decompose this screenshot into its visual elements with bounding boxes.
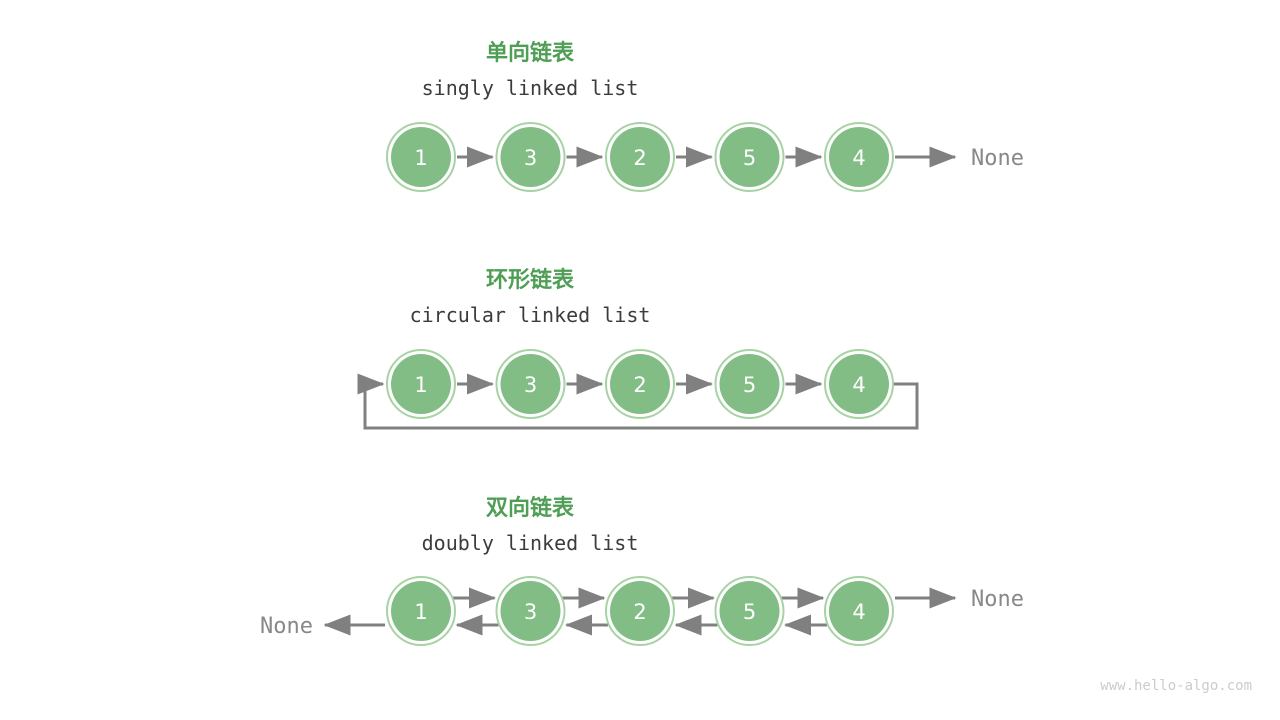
- node-value-label: 3: [524, 373, 537, 397]
- list-node[interactable]: 5: [714, 576, 785, 646]
- section-title-cn: 单向链表: [486, 40, 575, 66]
- node-circle: [610, 581, 670, 641]
- watermark-label: www.hello-algo.com: [1100, 678, 1252, 694]
- node-circle: [610, 354, 670, 414]
- node-circle: [719, 581, 780, 641]
- list-node[interactable]: 4: [824, 349, 894, 419]
- list-node[interactable]: 1: [386, 349, 456, 419]
- node-circle: [391, 127, 451, 187]
- node-circle: [500, 354, 561, 414]
- list-node[interactable]: 5: [714, 349, 785, 419]
- node-circle: [829, 354, 889, 414]
- node-value-label: 4: [852, 146, 865, 170]
- node-value-label: 3: [524, 600, 537, 624]
- edges-circular: [357, 373, 919, 430]
- section-title-en: singly linked list: [422, 76, 639, 100]
- tail-null-label: None: [971, 146, 1024, 171]
- node-value-label: 5: [743, 600, 756, 624]
- head-null-label: None: [260, 614, 313, 639]
- section-title-cn: 环形链表: [486, 267, 575, 293]
- node-value-label: 4: [852, 600, 865, 624]
- list-node[interactable]: 4: [824, 576, 894, 646]
- node-value-label: 1: [414, 146, 427, 170]
- node-value-label: 1: [414, 600, 427, 624]
- tail-null-label: None: [971, 587, 1024, 612]
- list-node[interactable]: 2: [605, 576, 675, 646]
- node-circle: [829, 127, 889, 187]
- list-node[interactable]: 4: [824, 122, 894, 192]
- node-circle: [610, 127, 670, 187]
- node-circle: [719, 354, 780, 414]
- node-circle: [719, 127, 780, 187]
- node-value-label: 5: [743, 146, 756, 170]
- circular-loopback-arrow: [357, 373, 919, 430]
- list-node[interactable]: 2: [605, 122, 675, 192]
- node-circle: [829, 581, 889, 641]
- edges-doubly: [323, 587, 957, 636]
- list-node[interactable]: 5: [714, 122, 785, 192]
- node-value-label: 2: [633, 600, 646, 624]
- node-circle: [500, 581, 561, 641]
- list-node[interactable]: 3: [495, 122, 566, 192]
- section-title-en: circular linked list: [410, 303, 651, 327]
- list-node[interactable]: 1: [386, 122, 456, 192]
- list-node[interactable]: 3: [495, 349, 566, 419]
- node-value-label: 5: [743, 373, 756, 397]
- node-value-label: 2: [633, 373, 646, 397]
- section-circular: 环形链表 circular linked list 1 3 2 5 4: [357, 267, 919, 430]
- list-node[interactable]: 1: [386, 576, 456, 646]
- section-title-cn: 双向链表: [486, 495, 575, 521]
- node-value-label: 3: [524, 146, 537, 170]
- list-node[interactable]: 3: [495, 576, 566, 646]
- node-value-label: 4: [852, 373, 865, 397]
- list-node[interactable]: 2: [605, 349, 675, 419]
- node-value-label: 1: [414, 373, 427, 397]
- section-title-en: doubly linked list: [422, 531, 639, 555]
- node-circle: [391, 581, 451, 641]
- node-value-label: 2: [633, 146, 646, 170]
- node-circle: [391, 354, 451, 414]
- node-circle: [500, 127, 561, 187]
